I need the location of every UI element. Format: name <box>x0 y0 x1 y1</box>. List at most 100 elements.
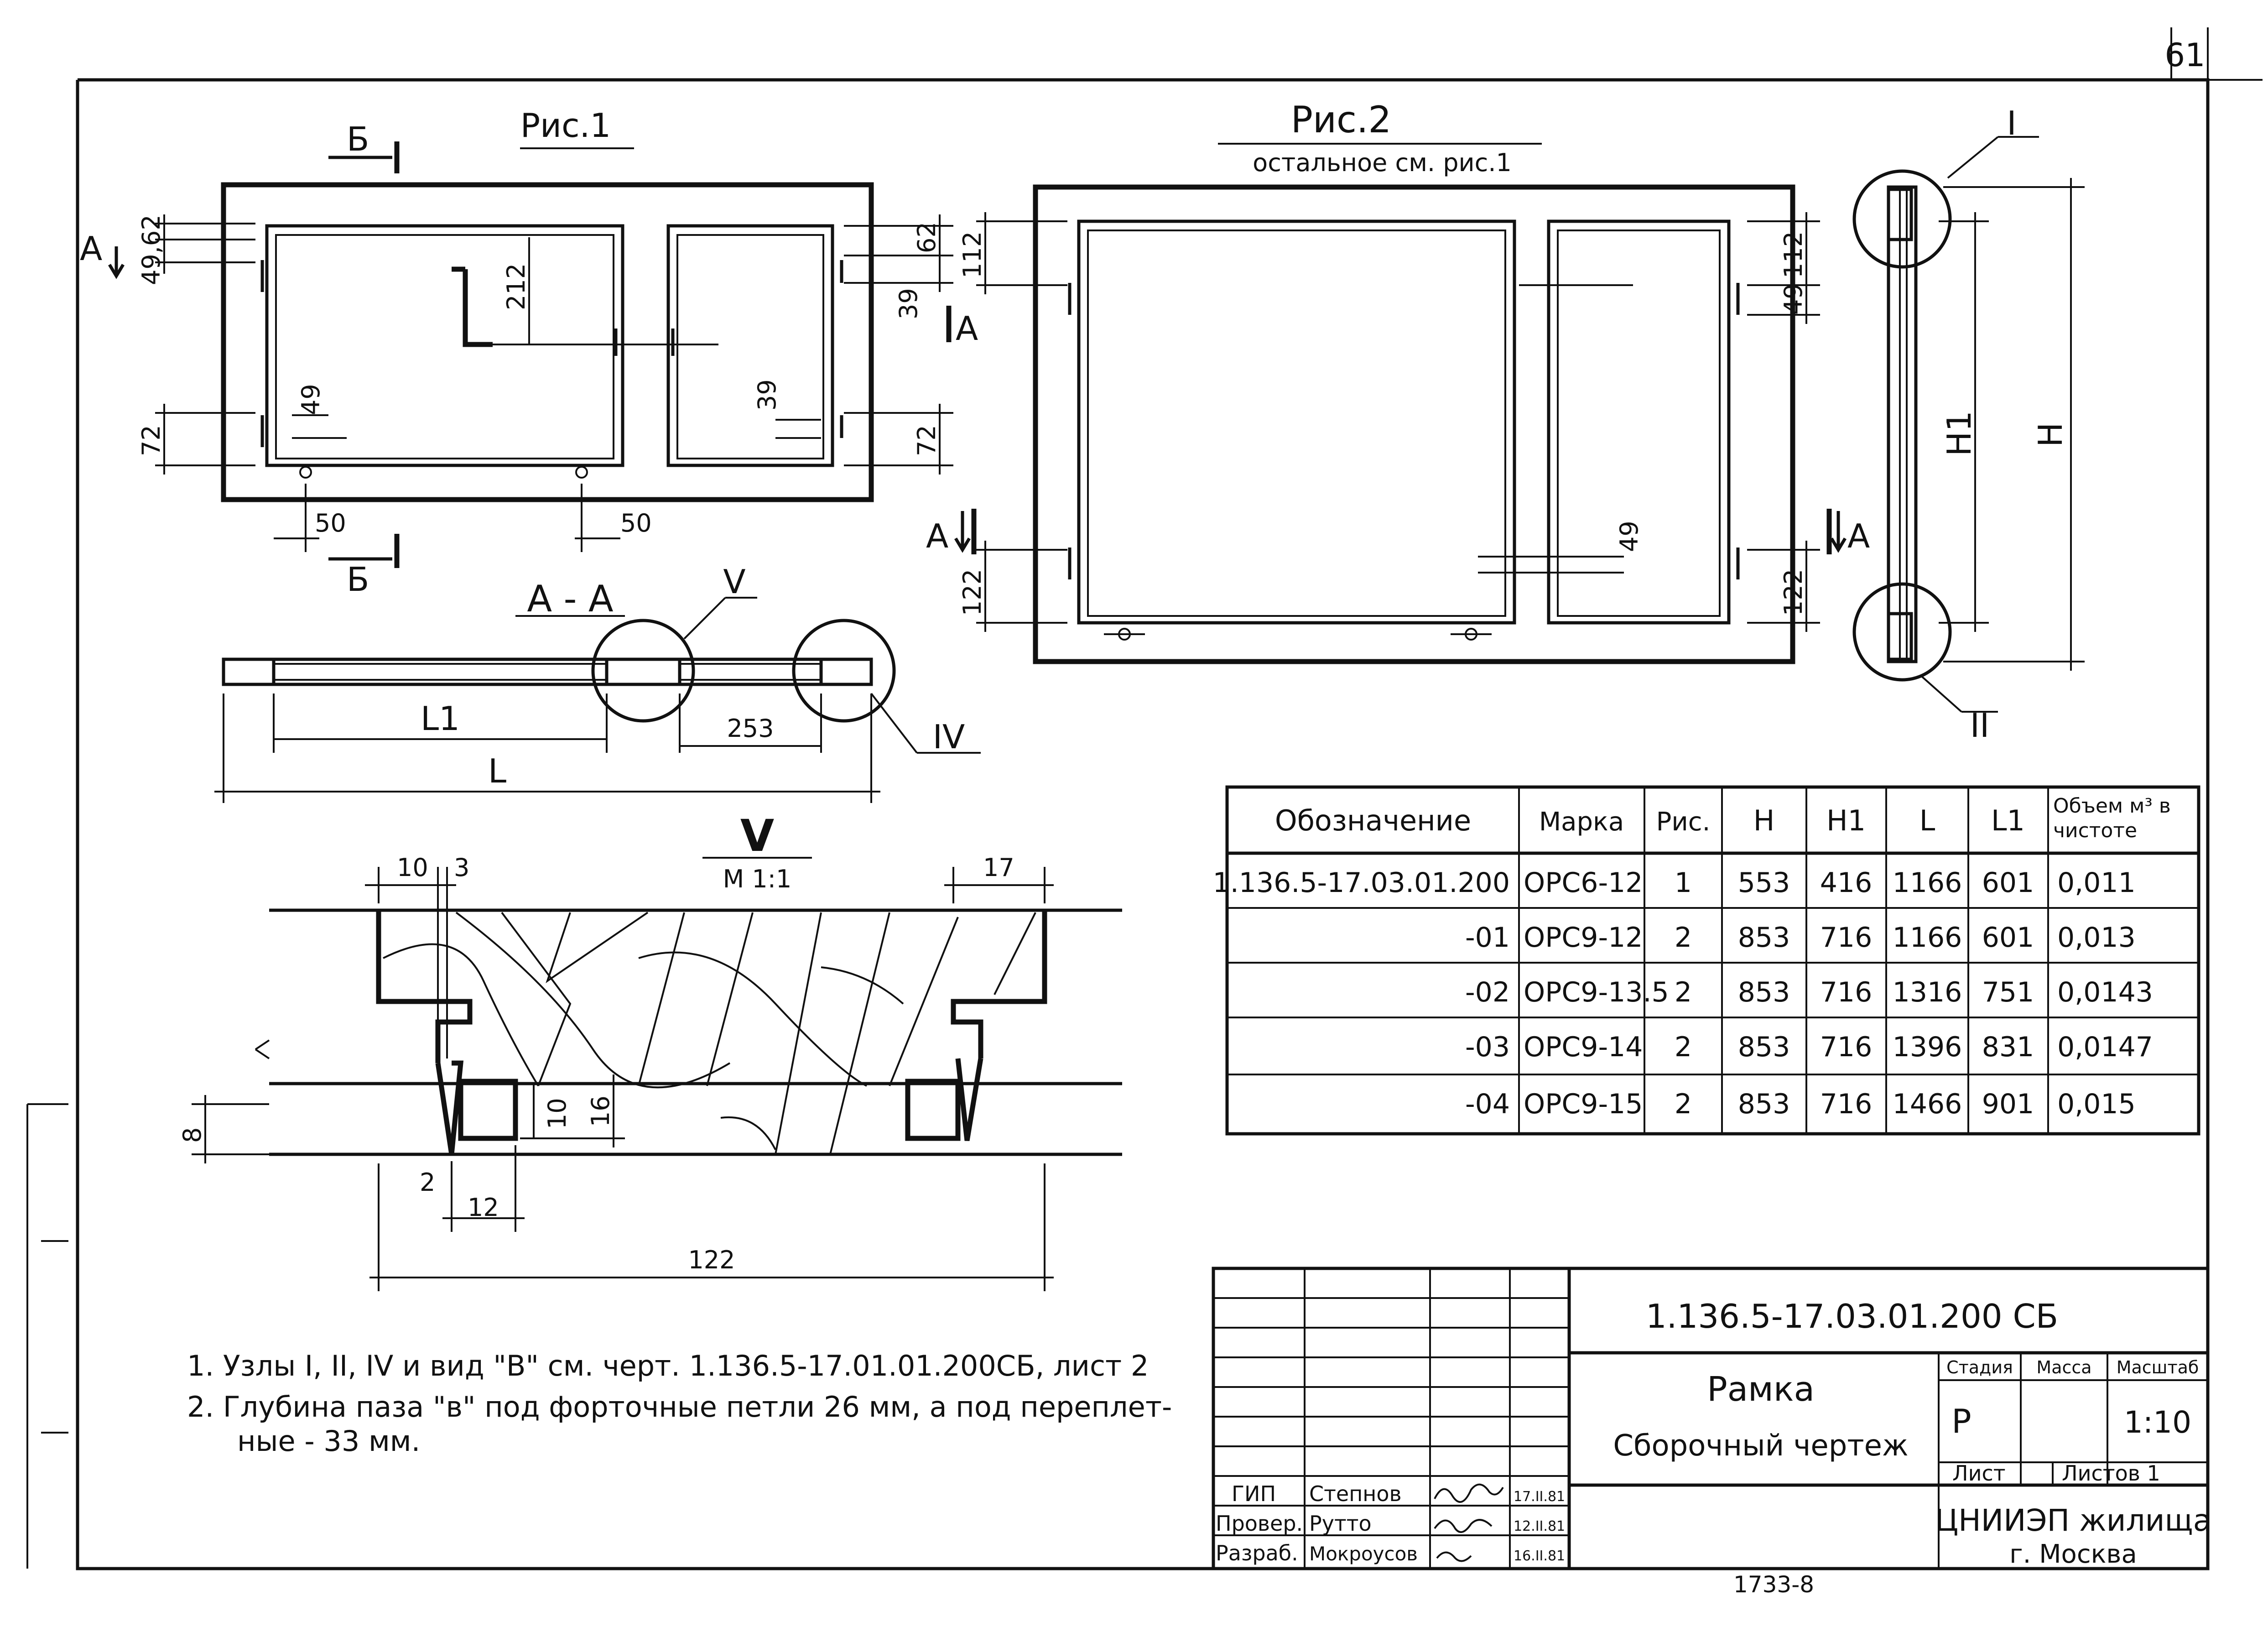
fig1-section-b-top: Б <box>347 120 369 158</box>
fig2-subtitle: остальное см. рис.1 <box>1253 148 1512 177</box>
td-r4-c3: 853 <box>1738 1088 1790 1120</box>
th-volume: Объем м³ в чистоте <box>2053 794 2171 842</box>
fig2-dim-112-left: 112 <box>958 231 987 278</box>
td-r2-c5: 1316 <box>1893 976 1962 1008</box>
td-r2-c0: -02 <box>1465 976 1510 1008</box>
fig2-dim-49-bottom: 49 <box>1615 521 1644 552</box>
signer-date-1: 12.II.81 <box>1514 1518 1565 1534</box>
fig2-dim-112-right: 112 <box>1779 231 1808 278</box>
td-r3-c3: 853 <box>1738 1031 1790 1063</box>
td-r0-c4: 416 <box>1820 867 1873 899</box>
th-h: H <box>1753 804 1775 837</box>
detail-v-dim-10: 10 <box>397 853 428 882</box>
td-r2-c6: 751 <box>1982 976 2034 1008</box>
td-r0-c1: ОРС6-12 <box>1524 867 1643 899</box>
td-r1-c7: 0,013 <box>2057 922 2136 954</box>
fig1-section-b-bottom: Б <box>347 560 369 599</box>
fig2-section-a-right: А <box>1847 517 1870 555</box>
td-r1-c4: 716 <box>1820 922 1873 954</box>
fig1-dim-72-right: 72 <box>912 425 941 456</box>
notes: 1. Узлы I, II, IV и вид "В" см. черт. 1.… <box>187 1349 1172 1458</box>
title-doc-code: 1.136.5-17.03.01.200 СБ <box>1646 1297 2058 1335</box>
td-r2-c2: 2 <box>1675 976 1692 1008</box>
td-r4-c0: -04 <box>1465 1088 1510 1120</box>
section-aa-title: А - А <box>527 578 613 620</box>
title-name-line1: Рамка <box>1707 1370 1815 1409</box>
detail-v-dim-10b: 10 <box>543 1098 572 1129</box>
spec-table-rows: 1.136.5-17.03.01.200 ОРС6-12 1 553 416 1… <box>1213 867 2153 1120</box>
detail-v-dim-12: 12 <box>468 1193 499 1222</box>
signature-2 <box>1436 1551 1472 1562</box>
side-dim-h: H <box>2031 422 2070 447</box>
td-r4-c1: ОРС9-15 <box>1524 1088 1643 1120</box>
signer-name-1: Рутто <box>1309 1511 1372 1536</box>
detail-v-dim-122: 122 <box>688 1246 735 1274</box>
side-view-drawing <box>1852 136 2085 713</box>
title-stage-label: Стадия <box>1946 1357 2013 1377</box>
td-r3-c5: 1396 <box>1893 1031 1962 1063</box>
td-r3-c0: -03 <box>1465 1031 1510 1063</box>
fig1-dim-50-left: 50 <box>315 509 346 537</box>
td-r2-c1: ОРС9-13.5 <box>1524 976 1669 1008</box>
signer-name-2: Мокроусов <box>1309 1543 1418 1565</box>
th-l: L <box>1919 804 1935 837</box>
fig1-frame-drawing: Рис.1 <box>108 106 953 568</box>
td-r4-c6: 901 <box>1982 1088 2034 1120</box>
detail-v-dim-16: 16 <box>586 1095 615 1127</box>
td-r0-c3: 553 <box>1738 867 1790 899</box>
fig1-dim-4962: 49,62 <box>137 214 166 285</box>
spec-table-grid <box>1225 785 2200 1136</box>
td-r4-c5: 1466 <box>1893 1088 1962 1120</box>
th-volume-box: Объем м³ в чистоте <box>2053 794 2171 842</box>
note-2: 2. Глубина паза "в" под форточные петли … <box>187 1390 1172 1424</box>
td-r3-c6: 831 <box>1982 1031 2034 1063</box>
td-r1-c2: 2 <box>1675 922 1692 954</box>
spec-table-header: Обозначение Марка Рис. H H1 L L1 Объем м… <box>1275 794 2171 842</box>
signer-date-0: 17.II.81 <box>1514 1489 1565 1505</box>
fig2-title: Рис.2 <box>1291 99 1392 141</box>
fig1-section-a-left: А <box>80 229 102 268</box>
signer-role-2: Разраб. <box>1216 1541 1298 1565</box>
th-designation: Обозначение <box>1275 804 1471 837</box>
callout-ii: II <box>1970 706 1989 745</box>
td-r1-c6: 601 <box>1982 922 2034 954</box>
archive-number: 1733-8 <box>1733 1571 1814 1598</box>
title-mass-label: Масса <box>2036 1357 2091 1377</box>
fig2-dim-49-top: 49 <box>1779 283 1808 315</box>
fig1-dim-72-left: 72 <box>137 425 166 456</box>
signer-name-0: Степнов <box>1309 1481 1402 1506</box>
section-aa-dim-l1: L1 <box>421 699 460 738</box>
detail-v-drawing <box>192 857 1122 1291</box>
detail-v-title: V <box>740 810 774 861</box>
signature-0 <box>1434 1483 1504 1503</box>
td-r2-c7: 0,0143 <box>2057 976 2153 1008</box>
fig1-dim-212: 212 <box>502 263 531 310</box>
title-name-line2: Сборочный чертеж <box>1613 1429 1908 1463</box>
td-r4-c7: 0,015 <box>2057 1088 2136 1120</box>
fig2-section-a-left: А <box>926 517 948 555</box>
note-2-cont: ные - 33 мм. <box>237 1424 420 1458</box>
title-sheets-label: Листов 1 <box>2062 1461 2160 1486</box>
td-r0-c6: 601 <box>1982 867 2034 899</box>
detail-v-dim-17: 17 <box>983 853 1014 882</box>
fig2-frame-drawing: Рис.2 остальное см. рис.1 <box>954 99 1847 664</box>
td-r1-c5: 1166 <box>1893 922 1962 954</box>
td-r3-c4: 716 <box>1820 1031 1873 1063</box>
detail-v-dim-2: 2 <box>420 1168 435 1197</box>
side-dim-h1: H1 <box>1940 411 1978 456</box>
fig1-dim-62: 62 <box>912 222 941 253</box>
th-fig: Рис. <box>1656 807 1711 837</box>
title-signers: ГИП Степнов 17.II.81 Провер. Рутто 12.II… <box>1216 1481 1565 1565</box>
td-r3-c7: 0,0147 <box>2057 1031 2153 1063</box>
title-sheet-label: Лист <box>1952 1461 2006 1486</box>
th-h1: H1 <box>1826 804 1866 837</box>
fig1-section-a-right: А <box>956 309 978 348</box>
td-r2-c4: 716 <box>1820 976 1873 1008</box>
td-r0-c2: 1 <box>1675 867 1692 899</box>
detail-v-dim-3: 3 <box>454 853 469 882</box>
callout-i: I <box>2007 104 2016 142</box>
callout-v: V <box>723 563 745 601</box>
title-block-grid <box>1212 1267 2210 1570</box>
td-r0-c0: 1.136.5-17.03.01.200 <box>1213 867 1510 899</box>
signer-date-2: 16.II.81 <box>1514 1548 1565 1564</box>
